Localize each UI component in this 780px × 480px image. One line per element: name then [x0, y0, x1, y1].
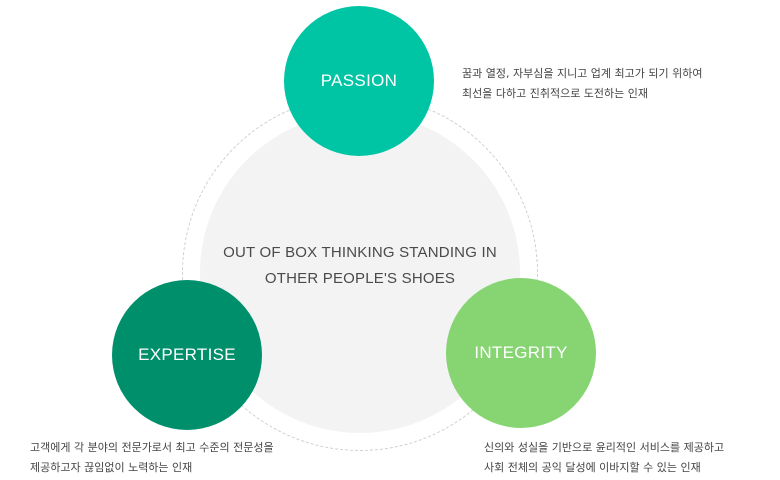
integrity-description-line1: 신의와 성실을 기반으로 윤리적인 서비스를 제공하고 [484, 441, 725, 454]
passion-description-line1: 꿈과 열정, 자부심을 지니고 업계 최고가 되기 위하여 [462, 67, 703, 80]
center-statement-line1: OUT OF BOX THINKING STANDING IN [223, 244, 497, 261]
expertise-circle: EXPERTISE [112, 280, 262, 430]
expertise-description-line1: 고객에게 각 분야의 전문가로서 최고 수준의 전문성을 [30, 441, 274, 454]
expertise-label: EXPERTISE [138, 345, 236, 364]
expertise-description: 고객에게 각 분야의 전문가로서 최고 수준의 전문성을 제공하고자 끊임없이 … [30, 438, 274, 478]
passion-label: PASSION [320, 71, 398, 90]
expertise-description-line2: 제공하고자 끊임없이 노력하는 인재 [30, 461, 193, 474]
integrity-description: 신의와 성실을 기반으로 윤리적인 서비스를 제공하고 사회 전체의 공익 달성… [484, 438, 724, 478]
passion-description-line2: 최선을 다하고 진취적으로 도전하는 인재 [462, 87, 649, 100]
integrity-circle: INTEGRITY [446, 278, 596, 428]
passion-circle: PASSION [284, 6, 434, 156]
integrity-label: INTEGRITY [474, 343, 568, 362]
passion-description: 꿈과 열정, 자부심을 지니고 업계 최고가 되기 위하여 최선을 다하고 진취… [462, 64, 703, 104]
center-statement: OUT OF BOX THINKING STANDING IN OTHER PE… [200, 240, 520, 292]
integrity-description-line2: 사회 전체의 공익 달성에 이바지할 수 있는 인재 [484, 461, 701, 474]
center-statement-line2: OTHER PEOPLE'S SHOES [264, 270, 456, 287]
